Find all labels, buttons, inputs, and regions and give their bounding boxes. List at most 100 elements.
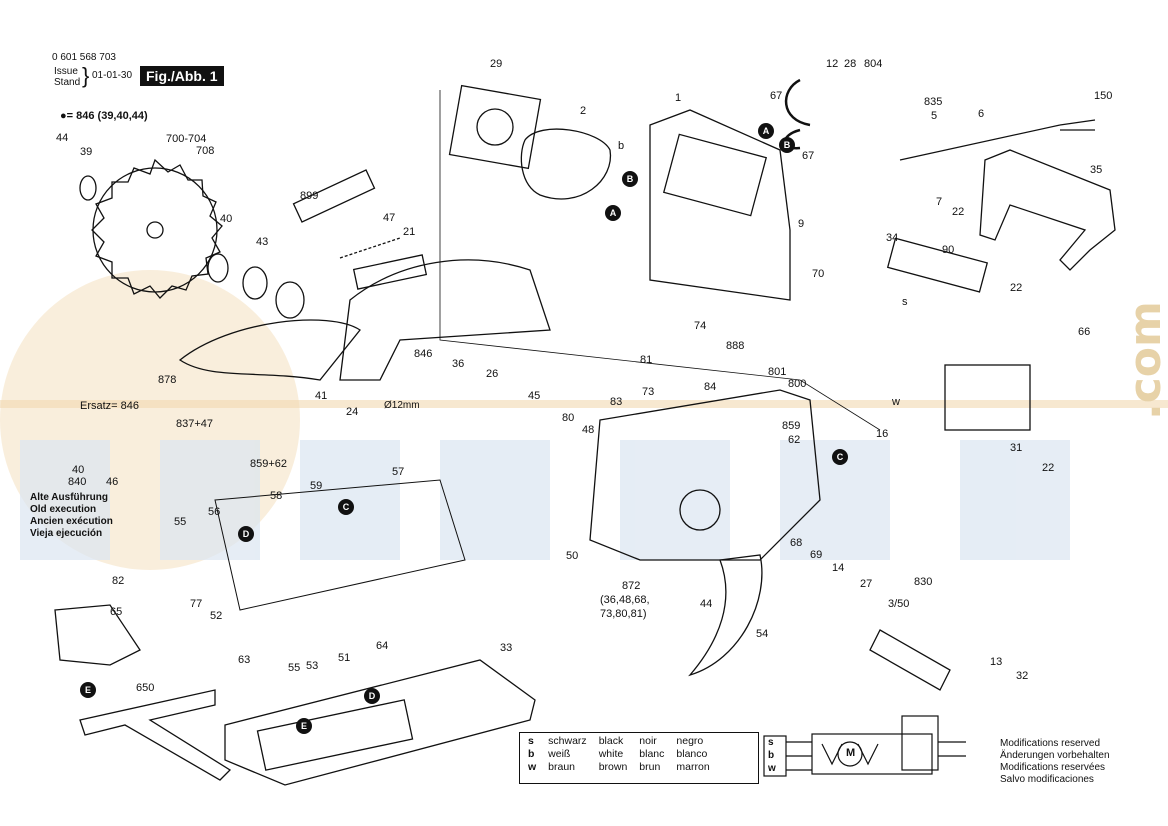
- part-label: 801: [768, 366, 787, 378]
- upper-guard: [339, 259, 551, 381]
- part-label: 804: [864, 58, 883, 70]
- part-label: 22: [952, 206, 965, 218]
- part-label: 2: [580, 105, 587, 117]
- part-label: 62: [788, 434, 801, 446]
- part-label: 840: [68, 476, 87, 488]
- connector-c: C: [338, 499, 354, 515]
- stand-label: Stand: [54, 77, 81, 88]
- issue-date: 01-01-30: [92, 70, 133, 81]
- legend-en: brown: [598, 760, 628, 773]
- color-legend: s schwarz black noir negro b weiß white …: [524, 734, 716, 773]
- legend-key: w: [528, 760, 537, 773]
- connector-b-2: B: [779, 137, 795, 153]
- part-label: 82: [112, 575, 125, 587]
- part-label: 36: [452, 358, 465, 370]
- legend-key: s: [528, 734, 534, 747]
- part-label: 22: [1010, 282, 1023, 294]
- part-label: 68: [790, 537, 803, 549]
- old-execution-fr: Ancien exécution: [30, 516, 113, 527]
- part-label: b: [618, 140, 625, 152]
- part-label: 9: [798, 218, 805, 230]
- part-label: 48: [582, 424, 595, 436]
- part-label: 29: [490, 58, 503, 70]
- part-872-contents: (36,48,68,: [600, 594, 650, 606]
- part-label: 65: [110, 606, 123, 618]
- part-label: 899: [300, 190, 319, 202]
- part-872-contents-2: 73,80,81): [600, 608, 647, 620]
- connector-d-2: D: [364, 688, 380, 704]
- legend-fr: blanc: [639, 747, 665, 760]
- part-label: 55: [174, 516, 187, 528]
- connector-a: A: [605, 205, 621, 221]
- part-label: 846: [414, 348, 433, 360]
- part-label: 56: [208, 506, 221, 518]
- part-label: 34: [886, 232, 899, 244]
- modifications-de: Änderungen vorbehalten: [1000, 750, 1110, 761]
- part-label: 39: [80, 146, 93, 158]
- schematic-label-s: s: [768, 737, 774, 748]
- part-label: 837+47: [176, 418, 214, 430]
- diameter-note: Ø12mm: [384, 400, 420, 411]
- legend-es: blanco: [676, 747, 708, 760]
- part-label: 64: [376, 640, 389, 652]
- figure-label: Fig./Abb. 1: [140, 66, 224, 86]
- part-label: 67: [770, 90, 783, 102]
- part-label: w: [892, 396, 900, 408]
- part-label: 53: [306, 660, 319, 672]
- part-label: 835: [924, 96, 943, 108]
- part-label: 7: [936, 196, 943, 208]
- connector-c-2: C: [832, 449, 848, 465]
- schematic-label-w: w: [768, 763, 776, 774]
- part-label: 800: [788, 378, 807, 390]
- part-label: 84: [704, 381, 717, 393]
- part-label: 830: [914, 576, 933, 588]
- legend-fr: noir: [639, 734, 657, 747]
- saw-blade: [91, 158, 223, 299]
- legend-de: braun: [548, 760, 576, 773]
- part-label: 31: [1010, 442, 1023, 454]
- part-label: 67: [802, 150, 815, 162]
- part-label: 47: [383, 212, 396, 224]
- part-label: 26: [486, 368, 499, 380]
- old-execution-de: Alte Ausführung: [30, 492, 108, 503]
- issue-label: Issue: [54, 66, 78, 77]
- part-label: 888: [726, 340, 745, 352]
- part-label: 32: [1016, 670, 1029, 682]
- part-label: 44: [700, 598, 713, 610]
- old-execution-en: Old execution: [30, 504, 97, 515]
- part-label: 55: [288, 662, 301, 674]
- connector-d: D: [238, 526, 254, 542]
- legend-es: marron: [676, 760, 710, 773]
- part-label: 16: [876, 428, 889, 440]
- part-label: 872: [622, 580, 641, 592]
- legend-row: s schwarz black noir negro: [524, 734, 716, 747]
- part-label: 14: [832, 562, 845, 574]
- schematic-motor-label: M: [846, 747, 856, 759]
- part-label: 859: [782, 420, 801, 432]
- part-label: 22: [1042, 462, 1055, 474]
- part-label: 77: [190, 598, 203, 610]
- part-label: 708: [196, 145, 215, 157]
- legend-fr: brun: [639, 760, 661, 773]
- part-label: 45: [528, 390, 541, 402]
- part-label: 859+62: [250, 458, 288, 470]
- connector-b: B: [622, 171, 638, 187]
- schematic-label-b: b: [768, 750, 775, 761]
- part-label: 54: [756, 628, 769, 640]
- part-label: 41: [315, 390, 328, 402]
- modifications-es: Salvo modificaciones: [1000, 774, 1094, 785]
- part-label: 74: [694, 320, 707, 332]
- part-label: 27: [860, 578, 873, 590]
- part-label: 13: [990, 656, 1003, 668]
- equals-note: ●= 846 (39,40,44): [60, 110, 148, 122]
- gear-case: [589, 389, 821, 561]
- part-label: 700-704: [166, 133, 207, 145]
- part-label: 69: [810, 549, 823, 561]
- legend-en: white: [598, 747, 624, 760]
- part-label: 57: [392, 466, 405, 478]
- connector-e-2: E: [296, 718, 312, 734]
- legend-key: b: [528, 747, 535, 760]
- part-label: 35: [1090, 164, 1103, 176]
